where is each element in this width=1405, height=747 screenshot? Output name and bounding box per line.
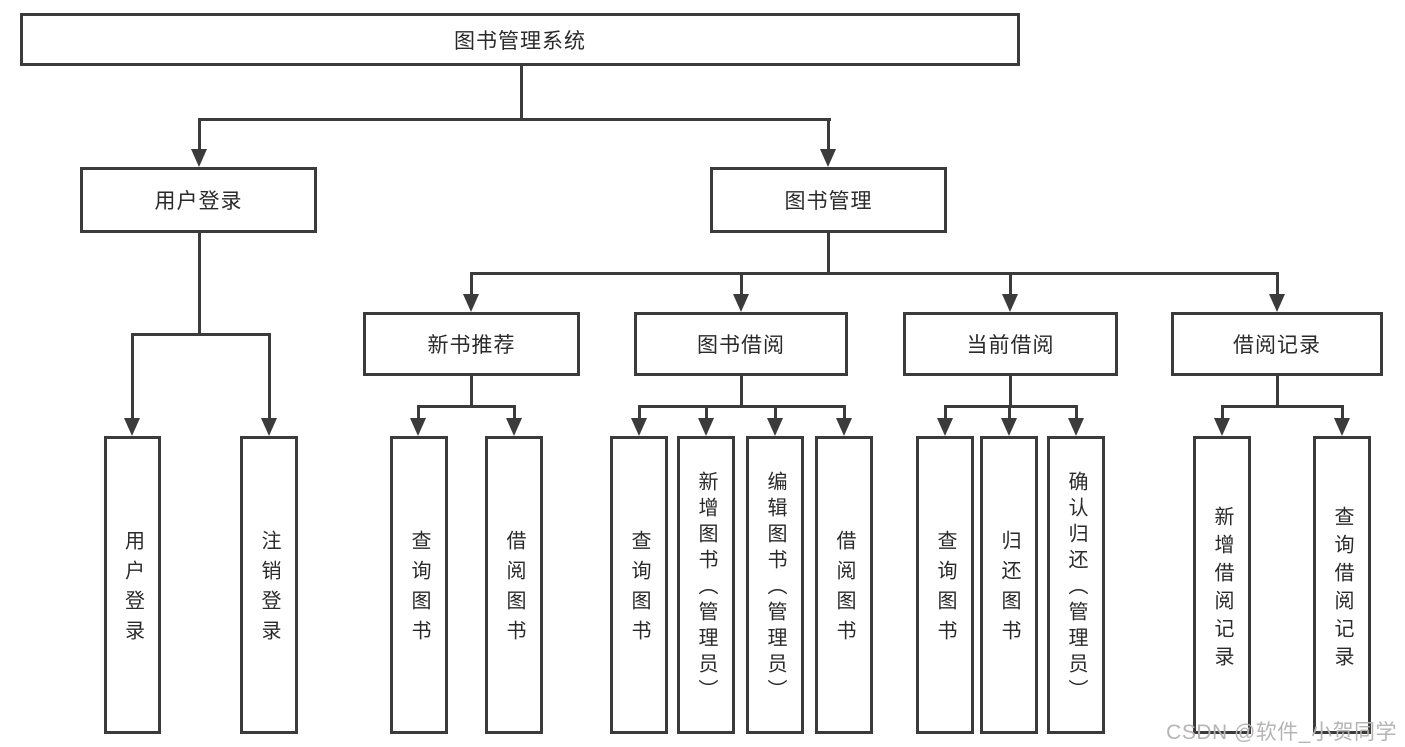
arrowhead-down-icon — [191, 149, 207, 167]
node-book-management-box: 图书管理 — [710, 167, 947, 233]
connector-vline — [197, 118, 201, 152]
node-user-login-box: 用户登录 — [80, 167, 317, 233]
leaf-cb-confirm-box: 确认归还（管理员） — [1047, 436, 1105, 734]
leaf-cb-query-box: 查询图书 — [916, 436, 974, 734]
leaf-bb-borrow-label: 借阅图书 — [833, 530, 855, 650]
arrowhead-down-icon — [261, 418, 277, 436]
node-book-borrow-box: 图书借阅 — [634, 312, 848, 376]
node-new-book-rec-label: 新书推荐 — [427, 334, 516, 357]
connector-hline — [943, 405, 1078, 408]
connector-vline — [197, 233, 201, 336]
connector-vline — [469, 272, 473, 296]
node-borrow-record-box: 借阅记录 — [1171, 312, 1383, 376]
leaf-logout-label: 注销登录 — [258, 530, 280, 650]
arrowhead-down-icon — [1068, 418, 1084, 436]
leaf-nbr-query-label: 查询图书 — [408, 530, 430, 650]
connector-vline — [1007, 405, 1011, 420]
leaf-nbr-borrow-label: 借阅图书 — [503, 530, 525, 650]
connector-vline — [416, 405, 420, 420]
leaf-cb-confirm-label: 确认归还（管理员） — [1065, 471, 1087, 705]
node-current-borrow-box: 当前借阅 — [903, 312, 1118, 376]
leaf-cb-return-box: 归还图书 — [980, 436, 1038, 734]
leaf-bb-query-box: 查询图书 — [610, 436, 668, 734]
connector-vline — [1074, 405, 1078, 420]
arrowhead-down-icon — [506, 418, 522, 436]
leaf-br-add-box: 新增借阅记录 — [1193, 436, 1251, 734]
node-book-management-label: 图书管理 — [784, 190, 873, 213]
connector-hline — [1220, 405, 1344, 408]
connector-vline — [943, 405, 947, 420]
arrowhead-down-icon — [1269, 294, 1285, 312]
leaf-cb-return-label: 归还图书 — [998, 530, 1020, 650]
node-root-box: 图书管理系统 — [20, 13, 1020, 66]
connector-vline — [739, 376, 743, 408]
arrowhead-down-icon — [767, 418, 783, 436]
connector-hline — [197, 118, 831, 121]
connector-vline — [1220, 405, 1224, 420]
connector-vline — [826, 118, 830, 152]
node-current-borrow-label: 当前借阅 — [966, 334, 1055, 357]
connector-vline — [1275, 376, 1279, 408]
leaf-br-add-label: 新增借阅记录 — [1211, 506, 1233, 674]
leaf-bb-add-box: 新增图书（管理员） — [677, 436, 735, 734]
leaf-bb-edit-label: 编辑图书（管理员） — [764, 471, 786, 705]
node-root-label: 图书管理系统 — [454, 29, 586, 53]
leaf-br-query-box: 查询借阅记录 — [1313, 436, 1371, 734]
connector-vline — [1008, 376, 1012, 408]
connector-vline — [130, 333, 134, 420]
leaf-user-login-box: 用户登录 — [104, 436, 161, 734]
leaf-user-login-label: 用户登录 — [121, 530, 144, 650]
connector-vline — [637, 405, 641, 420]
leaf-nbr-borrow-box: 借阅图书 — [485, 436, 543, 734]
arrowhead-down-icon — [1002, 294, 1018, 312]
node-new-book-rec-box: 新书推荐 — [363, 312, 580, 376]
connector-vline — [739, 272, 743, 296]
connector-vline — [1275, 272, 1279, 296]
arrowhead-down-icon — [836, 418, 852, 436]
node-book-borrow-label: 图书借阅 — [697, 334, 785, 357]
connector-vline — [773, 405, 777, 420]
leaf-bb-edit-box: 编辑图书（管理员） — [746, 436, 804, 734]
arrowhead-down-icon — [1214, 418, 1230, 436]
connector-vline — [512, 405, 516, 420]
connector-vline — [826, 233, 830, 275]
connector-hline — [469, 272, 1279, 275]
arrowhead-down-icon — [937, 418, 953, 436]
leaf-nbr-query-box: 查询图书 — [390, 436, 448, 734]
connector-vline — [1008, 272, 1012, 296]
leaf-bb-add-label: 新增图书（管理员） — [695, 471, 717, 705]
connector-vline — [267, 333, 271, 420]
arrowhead-down-icon — [124, 418, 140, 436]
arrowhead-down-icon — [733, 294, 749, 312]
arrowhead-down-icon — [698, 418, 714, 436]
connector-vline — [519, 66, 523, 118]
arrowhead-down-icon — [1334, 418, 1350, 436]
arrowhead-down-icon — [820, 149, 836, 167]
connector-vline — [469, 376, 473, 408]
connector-vline — [1340, 405, 1344, 420]
connector-vline — [842, 405, 846, 420]
leaf-bb-borrow-box: 借阅图书 — [815, 436, 873, 734]
arrowhead-down-icon — [631, 418, 647, 436]
connector-hline — [637, 405, 846, 408]
leaf-cb-query-label: 查询图书 — [934, 530, 956, 650]
leaf-bb-query-label: 查询图书 — [628, 530, 650, 650]
arrowhead-down-icon — [410, 418, 426, 436]
node-borrow-record-label: 借阅记录 — [1233, 334, 1321, 357]
leaf-logout-box: 注销登录 — [240, 436, 298, 734]
connector-vline — [704, 405, 708, 420]
arrowhead-down-icon — [1001, 418, 1017, 436]
leaf-br-query-label: 查询借阅记录 — [1331, 506, 1353, 674]
node-user-login-label: 用户登录 — [154, 190, 243, 213]
csdn-watermark: CSDN @软件_小贺同学 — [1166, 721, 1397, 744]
connector-hline — [416, 405, 516, 408]
arrowhead-down-icon — [463, 294, 479, 312]
connector-hline — [130, 333, 271, 336]
